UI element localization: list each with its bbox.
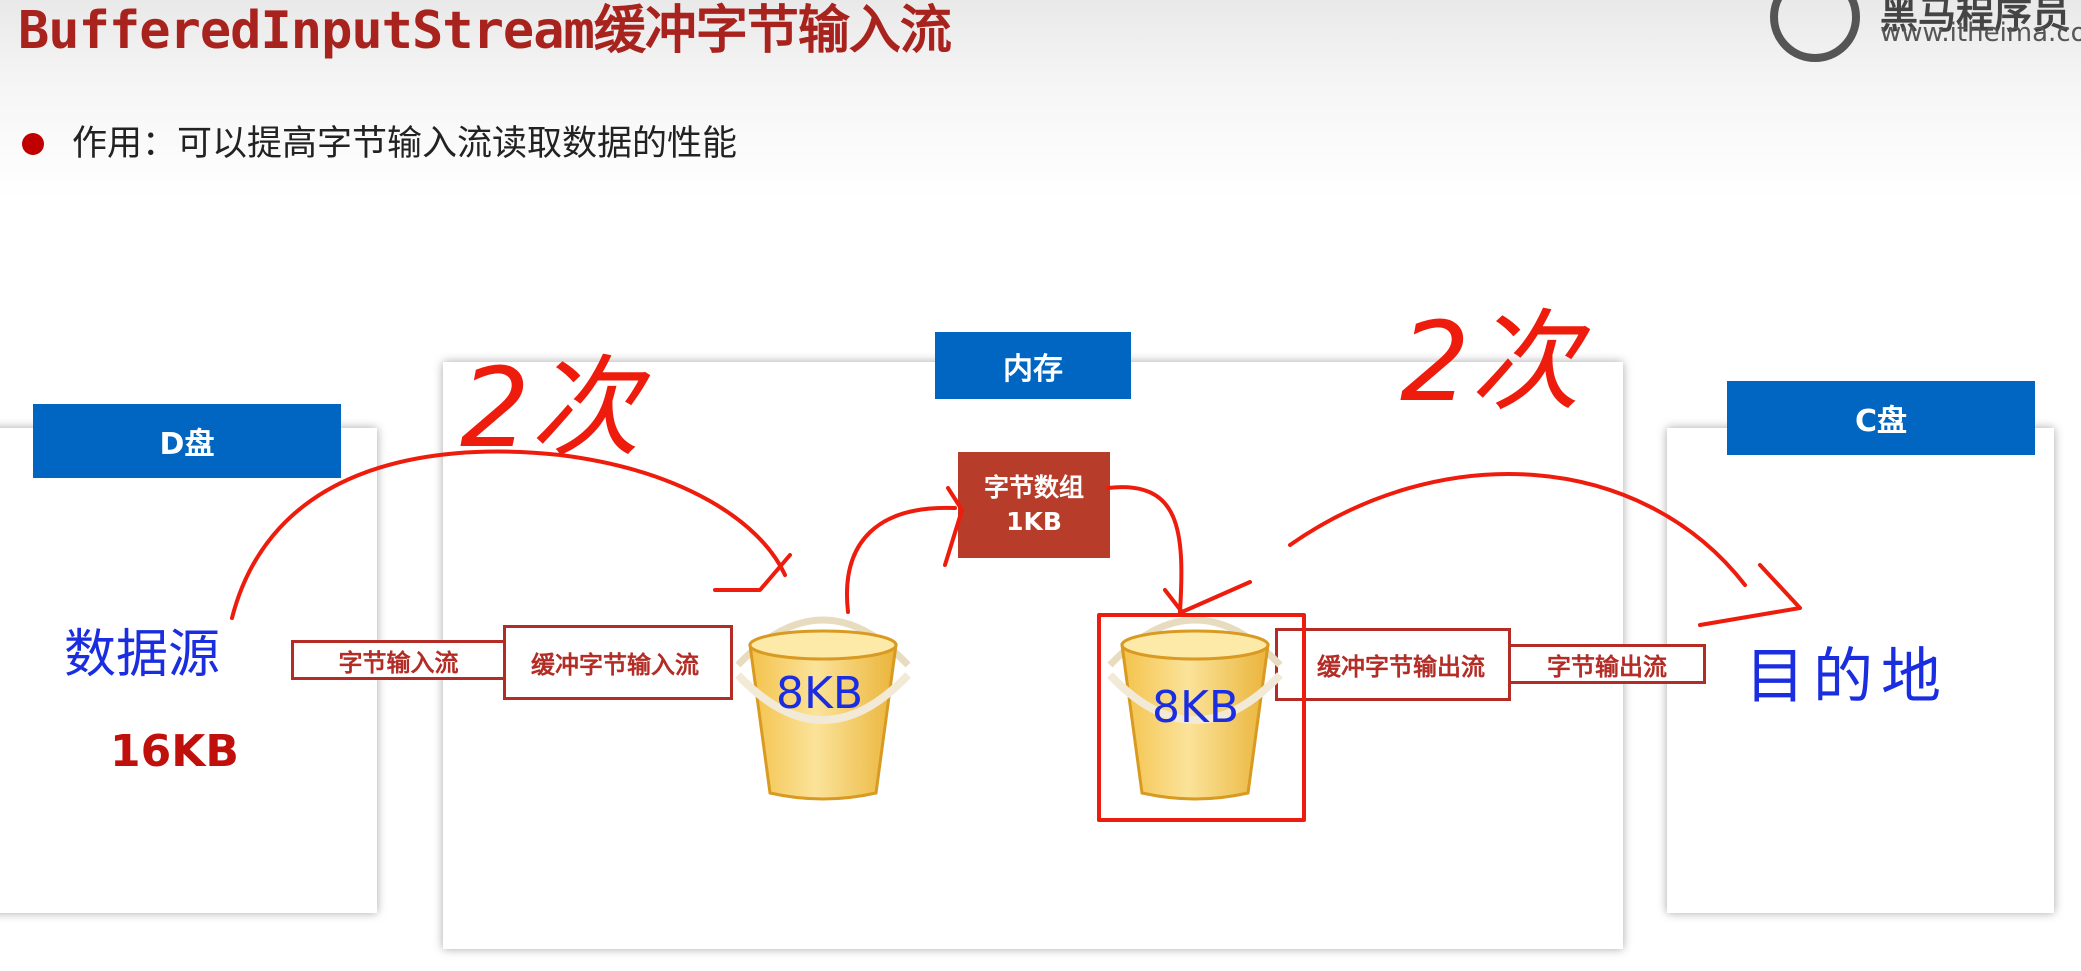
logo-name: 黑马程序员 [1880,0,2071,37]
byte-array-label: 字节数组 [983,473,1084,502]
source-drive-label: D盘 [33,404,341,478]
target-drive-label: C盘 [1727,381,2035,455]
source-size: 16KB [110,726,239,777]
buffered-output-stream-box: 缓冲字节输出流 [1275,628,1511,701]
arrow-icon [230,449,787,620]
source-label: 数据源 [64,625,221,685]
memory-label: 内存 [935,332,1131,399]
target-drive-panel [1667,428,2054,913]
header-band [0,0,2081,200]
byte-array-size: 1KB [1006,507,1062,536]
right-count-annotation: 2次 [1400,298,1580,426]
left-bucket-size: 8KB [776,668,864,719]
buffered-input-stream-box: 缓冲字节输入流 [503,625,733,700]
arrow-icon [1288,472,1747,587]
right-bucket-icon [1107,616,1283,801]
arrow-icon [1106,485,1184,614]
bullet-text: 作用：可以提高字节输入流读取数据的性能 [72,124,738,164]
byte-output-stream-box: 字节输出流 [1508,644,1706,684]
slide-title: BufferedInputStream缓冲字节输入流 [18,1,952,61]
logo-url: www.itheima.com [1880,18,2081,48]
bullet-dot-icon [22,133,44,155]
destination-label: 目的地 [1745,642,1949,712]
logo-icon [1770,0,1860,62]
right-bucket-size: 8KB [1152,682,1240,733]
byte-array-box: 字节数组 1KB [958,452,1110,558]
left-bucket-icon [735,616,911,801]
arrow-icon [845,505,957,614]
byte-input-stream-box: 字节输入流 [291,640,506,680]
